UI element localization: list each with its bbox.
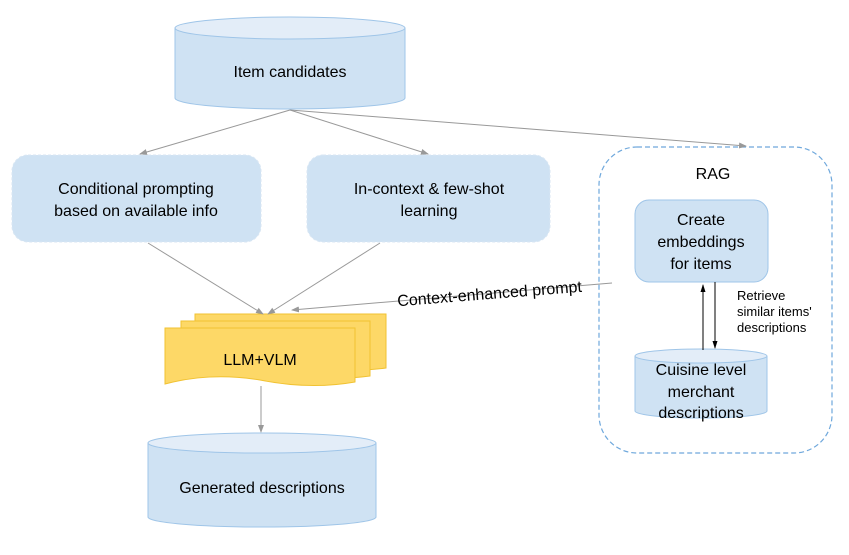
rag-group-container [598,146,833,454]
item-candidates-label: Item candidates [234,64,347,81]
cuisine-descriptions-line-2: merchant [668,384,735,401]
conditional-prompting-line-1: Conditional prompting [58,181,214,198]
arrow-candidates-to-rag [289,109,747,149]
cuisine-descriptions-line-3: descriptions [658,405,743,422]
llm-vlm-node[interactable]: LLM+VLM [164,313,387,387]
conditional-prompting-line-2: based on available info [54,203,218,220]
in-context-learning-line-1: In-context & few-shot [354,181,505,198]
arrow-incontext-to-llm [267,242,381,315]
in-context-learning-node[interactable]: In-context & few-shot learning [306,154,551,243]
llm-vlm-label: LLM+VLM [223,352,296,369]
generated-descriptions-node[interactable]: Generated descriptions [147,432,377,528]
create-embeddings-node[interactable]: Create embeddings for items [634,199,769,283]
arrow-rag-to-llm [291,282,613,313]
cuisine-descriptions-node[interactable]: Cuisine level merchant descriptions [634,348,768,422]
in-context-learning-line-2: learning [401,203,458,220]
conditional-prompting-node[interactable]: Conditional prompting based on available… [11,154,262,243]
arrow-conditional-to-llm [147,242,264,315]
create-embeddings-line-2: embeddings [657,234,744,251]
arrow-candidates-to-conditional [139,109,291,155]
cuisine-descriptions-line-1: Cuisine level [656,362,747,379]
arrow-candidates-to-incontext [289,109,429,155]
create-embeddings-line-3: for items [670,256,731,273]
item-candidates-node[interactable]: Item candidates [174,16,406,110]
retrieve-label-line-3: descriptions [737,320,807,335]
create-embeddings-line-1: Create [677,212,725,229]
generated-descriptions-label: Generated descriptions [179,480,344,497]
retrieve-label-line-1: Retrieve [737,288,785,303]
retrieve-label-line-2: similar items' [737,304,812,319]
context-enhanced-prompt-label: Context-enhanced prompt [397,279,583,311]
rag-group-label: RAG [696,166,731,183]
